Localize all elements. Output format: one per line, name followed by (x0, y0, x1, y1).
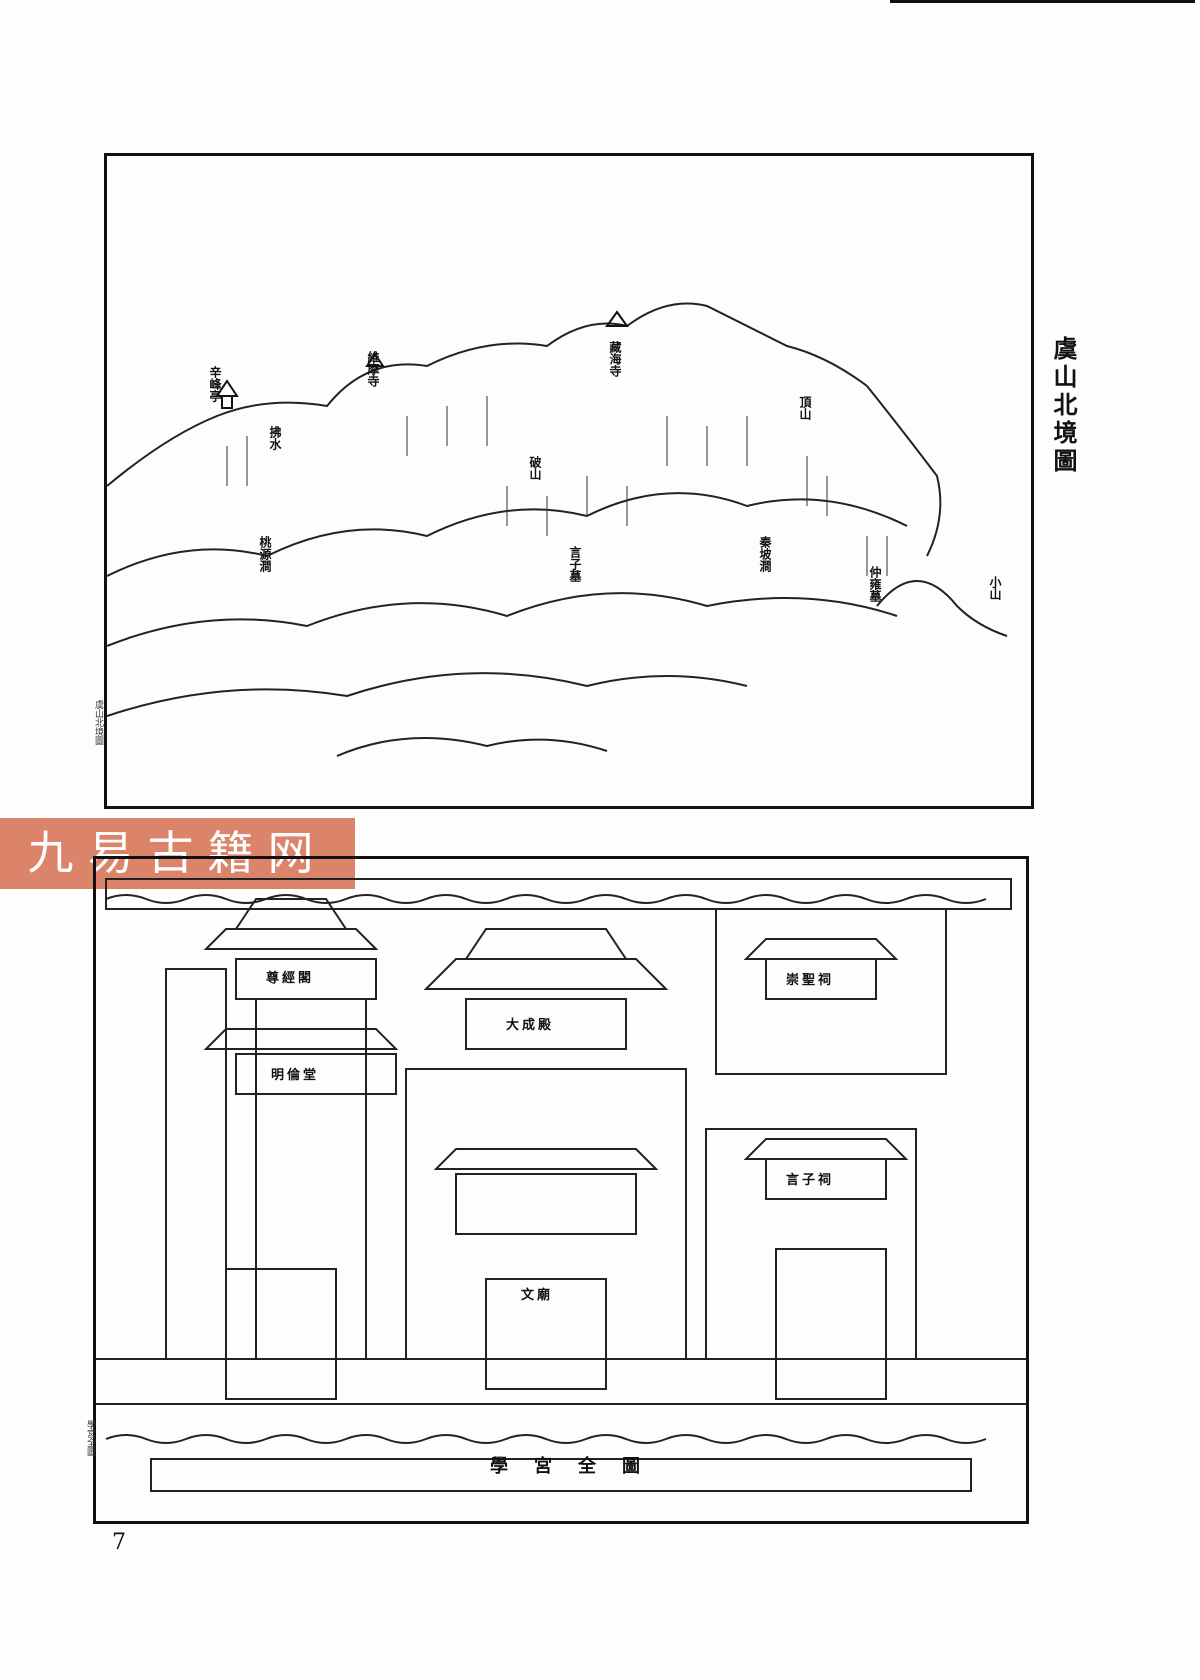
label-canghai-temple: 藏海寺 (608, 341, 622, 377)
side-note-bottom: 學宮全圖 (85, 1420, 95, 1456)
label-dingshan: 頂山 (798, 396, 812, 420)
label-taoyuan-stream: 桃源澗 (258, 536, 272, 572)
label-zunjing-pavilion: 尊經閣 (266, 971, 315, 986)
label-poshan: 破山 (528, 456, 542, 480)
mountain-drawing (107, 302, 1008, 757)
map-caption: 學宮全圖 (490, 1456, 666, 1477)
label-fushui: 拂水 (268, 426, 282, 450)
label-xinfeng-pavilion: 辛峰亭 (208, 366, 222, 402)
label-chongsheng-shrine: 崇聖祠 (786, 973, 835, 988)
architecture-drawing (96, 878, 1026, 1492)
label-dacheng-hall: 大成殿 (506, 1018, 555, 1033)
label-yanzi-shrine: 言子祠 (786, 1173, 835, 1188)
label-weimo-temple: 維摩寺 (366, 351, 380, 387)
label-zhongyong-tomb: 仲雍墓 (868, 566, 882, 602)
north-mountain-map: 虞山北境圖 辛峰亭 維摩寺 藏海寺 頂山 小山 拂水 破山 桃源澗 秦坡澗 言子… (104, 153, 1078, 809)
map-title: 虞山北境圖 (1049, 336, 1078, 476)
side-note-top: 虞山北境圖 (93, 700, 103, 745)
page-number: 7 (112, 1530, 126, 1555)
watermark-logo: 九易古籍网 (0, 818, 355, 889)
school-palace-map: 尊經閣 明倫堂 大成殿 崇聖祠 言子祠 文廟 (93, 856, 1029, 1524)
label-qinpo-stream: 秦坡澗 (758, 536, 772, 572)
scan-edge-line (890, 0, 1195, 3)
label-yanzi-tomb: 言子墓 (568, 546, 582, 582)
label-wenmiao-gate: 文廟 (521, 1288, 554, 1303)
label-xiaoshan: 小山 (988, 576, 1002, 600)
label-minglun-hall: 明倫堂 (271, 1068, 320, 1083)
